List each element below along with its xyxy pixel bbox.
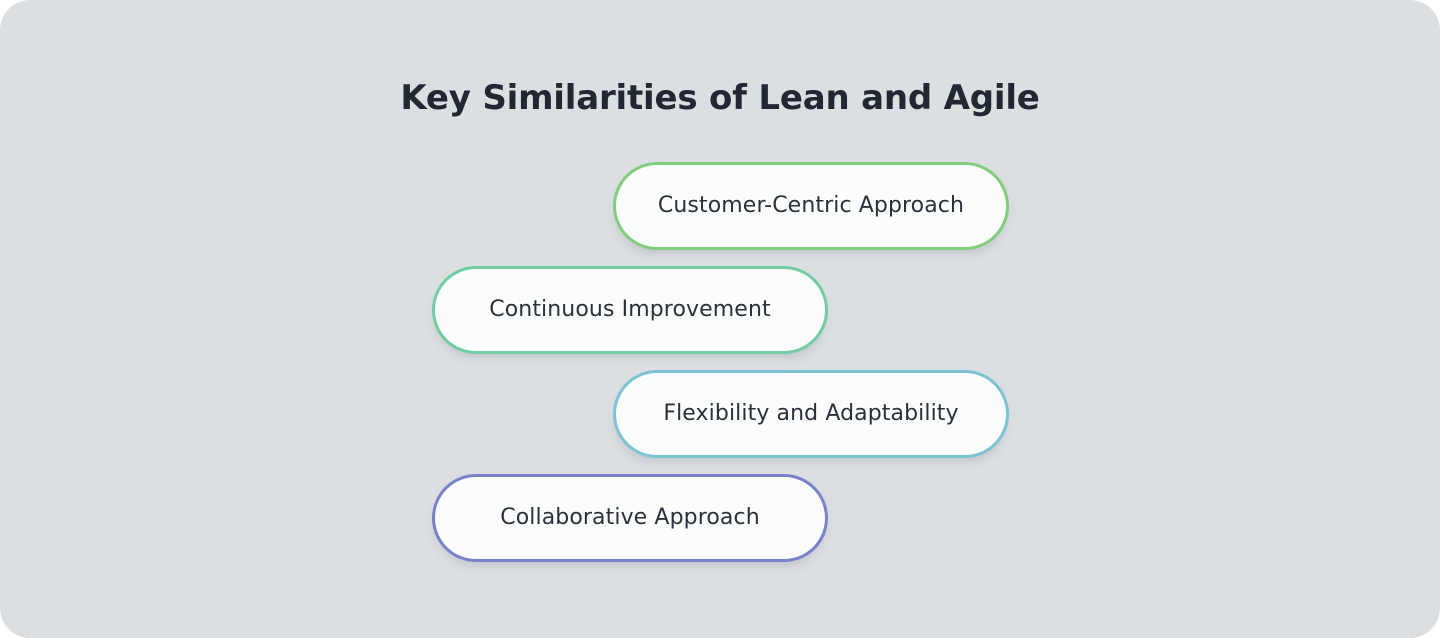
similarity-pill-flexibility-and-adaptability[interactable]: Flexibility and Adaptability <box>613 370 1009 458</box>
similarity-pill-customer-centric-approach[interactable]: Customer-Centric Approach <box>613 162 1009 250</box>
similarity-pill-label: Collaborative Approach <box>500 505 760 530</box>
page-title: Key Similarities of Lean and Agile <box>400 78 1040 118</box>
similarity-pill-label: Flexibility and Adaptability <box>663 401 959 426</box>
similarity-pill-label: Customer-Centric Approach <box>657 193 965 218</box>
similarity-pill-collaborative-approach[interactable]: Collaborative Approach <box>432 474 828 562</box>
similarity-pill-label: Continuous Improvement <box>489 297 771 322</box>
similarity-pill-continuous-improvement[interactable]: Continuous Improvement <box>432 266 828 354</box>
similarity-pill-list: Customer-Centric Approach Continuous Imp… <box>0 162 1440 582</box>
